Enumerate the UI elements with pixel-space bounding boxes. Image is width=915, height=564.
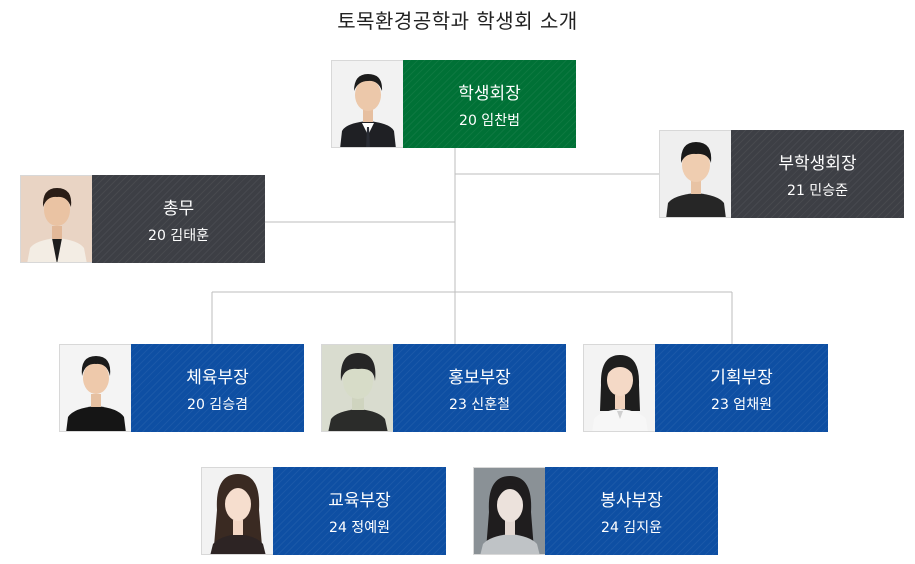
planning-card[interactable]: 기획부장 23 엄채원 (583, 344, 828, 432)
education-card[interactable]: 교육부장 24 정예원 (201, 467, 446, 555)
planning-role: 기획부장 (710, 367, 773, 388)
sports-name: 20 김승겸 (187, 396, 248, 413)
president-info: 학생회장 20 임찬범 (403, 60, 576, 148)
vice-president-card[interactable]: 부학생회장 21 민승준 (659, 130, 904, 218)
vice-president-photo (659, 130, 731, 218)
promotion-info: 홍보부장 23 신훈철 (393, 344, 566, 432)
president-card[interactable]: 학생회장 20 임찬범 (331, 60, 576, 148)
president-name: 20 임찬범 (459, 112, 520, 129)
education-info: 교육부장 24 정예원 (273, 467, 446, 555)
volunteer-name: 24 김지윤 (601, 519, 662, 536)
volunteer-photo (473, 467, 545, 555)
president-role: 학생회장 (458, 83, 521, 104)
education-role: 교육부장 (328, 490, 391, 511)
vice-president-role: 부학생회장 (778, 153, 857, 174)
volunteer-role: 봉사부장 (600, 490, 663, 511)
president-photo (331, 60, 403, 148)
general-affairs-name: 20 김태훈 (148, 227, 209, 244)
promotion-role: 홍보부장 (448, 367, 511, 388)
education-name: 24 정예원 (329, 519, 390, 536)
general-affairs-card[interactable]: 총무 20 김태훈 (20, 175, 265, 263)
general-affairs-role: 총무 (162, 198, 195, 219)
planning-info: 기획부장 23 엄채원 (655, 344, 828, 432)
vice-president-name: 21 민승준 (787, 182, 848, 199)
sports-card[interactable]: 체육부장 20 김승겸 (59, 344, 304, 432)
page-title: 토목환경공학과 학생회 소개 (337, 9, 578, 33)
general-affairs-photo (20, 175, 92, 263)
volunteer-info: 봉사부장 24 김지윤 (545, 467, 718, 555)
sports-photo (59, 344, 131, 432)
sports-info: 체육부장 20 김승겸 (131, 344, 304, 432)
vice-president-info: 부학생회장 21 민승준 (731, 130, 904, 218)
general-affairs-info: 총무 20 김태훈 (92, 175, 265, 263)
sports-role: 체육부장 (186, 367, 249, 388)
volunteer-card[interactable]: 봉사부장 24 김지윤 (473, 467, 718, 555)
promotion-card[interactable]: 홍보부장 23 신훈철 (321, 344, 566, 432)
promotion-photo (321, 344, 393, 432)
planning-name: 23 엄채원 (711, 396, 772, 413)
planning-photo (583, 344, 655, 432)
promotion-name: 23 신훈철 (449, 396, 510, 413)
education-photo (201, 467, 273, 555)
